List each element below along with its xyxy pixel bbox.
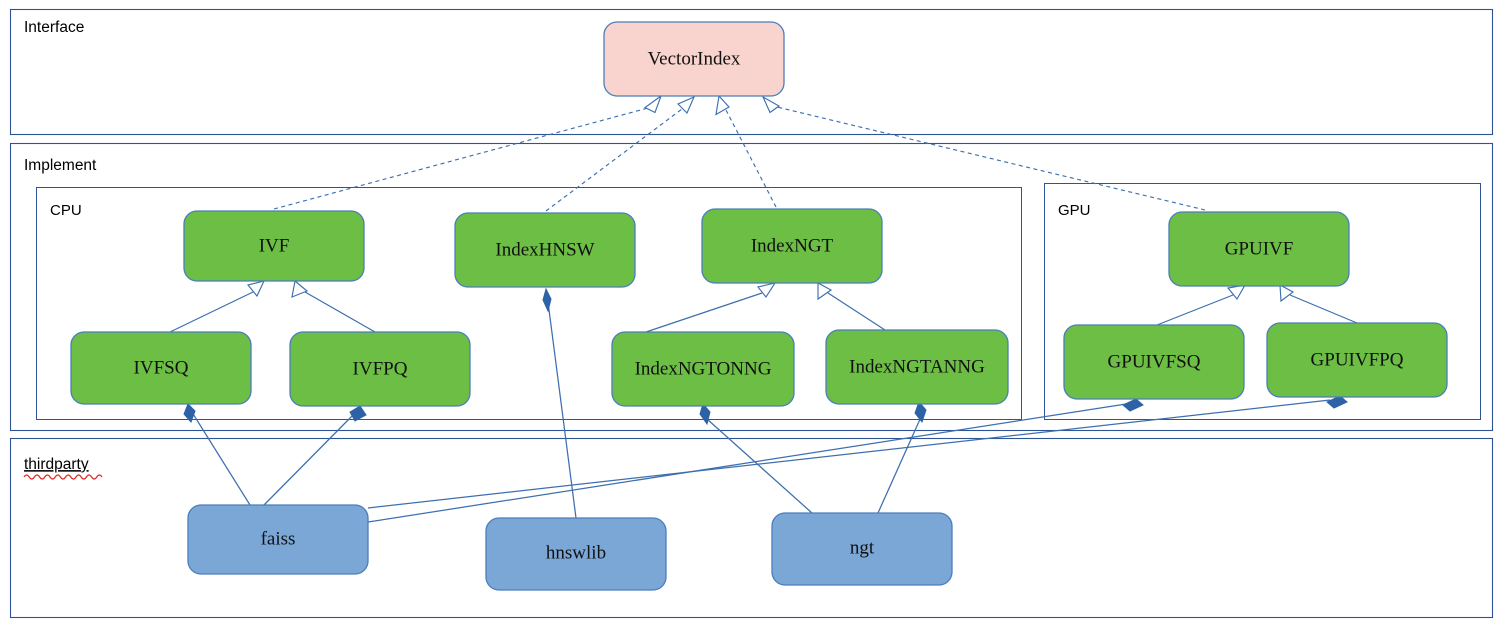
- node-box-hnswlib[interactable]: [485, 517, 667, 591]
- generalization-arrowhead-indexngtonng: [756, 282, 777, 298]
- node-ivfpq[interactable]: IVFPQ: [289, 331, 471, 407]
- node-label-faiss: faiss: [261, 528, 296, 549]
- edge-gpuivfpq-to-faiss: [367, 399, 1331, 509]
- edge-indexngt-to-vectorindex: [725, 109, 777, 208]
- node-box-indexhnsw[interactable]: [454, 212, 636, 288]
- node-label-ivfsq: IVFSQ: [134, 357, 189, 378]
- node-label-hnswlib: hnswlib: [546, 542, 606, 563]
- node-box-ivf[interactable]: [183, 210, 365, 282]
- node-ngt[interactable]: ngt: [771, 512, 953, 586]
- spellcheck-squiggle-icon: [23, 474, 103, 480]
- realization-arrowhead-ivf: [643, 94, 663, 114]
- group-label-cpu: CPU: [50, 202, 82, 219]
- node-gpuivf[interactable]: GPUIVF: [1168, 211, 1350, 287]
- node-hnswlib[interactable]: hnswlib: [485, 517, 667, 591]
- node-box-ivfsq[interactable]: [70, 331, 252, 405]
- node-box-indexngtanng[interactable]: [825, 329, 1009, 405]
- node-label-gpuivfpq: GPUIVFPQ: [1311, 349, 1404, 370]
- edge-ivfpq-to-faiss: [262, 411, 357, 507]
- edge-gpuivf-to-vectorindex: [776, 106, 1206, 211]
- generalization-arrowhead-gpuivfpq: [1279, 284, 1295, 303]
- edge-indexhnsw-to-hnswlib: [547, 301, 577, 519]
- node-indexngtanng[interactable]: IndexNGTANNG: [825, 329, 1009, 405]
- node-box-ngt[interactable]: [771, 512, 953, 586]
- edge-group-generalization: [169, 279, 1358, 333]
- realization-arrowhead-indexhnsw: [676, 95, 696, 115]
- node-box-indexngt[interactable]: [701, 208, 883, 284]
- node-label-ngt: ngt: [850, 537, 875, 558]
- node-gpuivfsq[interactable]: GPUIVFSQ: [1063, 324, 1245, 400]
- node-label-ivfpq: IVFPQ: [353, 358, 408, 379]
- generalization-arrowhead-ivfsq: [246, 280, 266, 298]
- edge-indexngtonng-to-indexngt: [645, 292, 763, 333]
- edge-ivfsq-to-ivf: [169, 291, 254, 333]
- edge-indexngtonng-to-ngt: [706, 418, 813, 514]
- node-box-ivfpq[interactable]: [289, 331, 471, 407]
- node-box-gpuivfsq[interactable]: [1063, 324, 1245, 400]
- edge-indexngtanng-to-ngt: [877, 416, 922, 514]
- node-ivf[interactable]: IVF: [183, 210, 365, 282]
- node-ivfsq[interactable]: IVFSQ: [70, 331, 252, 405]
- group-label-interface: Interface: [24, 19, 84, 36]
- edge-indexngtanng-to-indexngt: [827, 292, 886, 331]
- generalization-arrowhead-ivfpq: [291, 279, 309, 298]
- group-label-gpu: GPU: [1058, 202, 1091, 219]
- edge-gpuivfsq-to-faiss: [367, 403, 1127, 523]
- node-box-vectorindex[interactable]: [603, 21, 785, 97]
- node-faiss[interactable]: faiss: [187, 504, 369, 575]
- composition-diamond-indexhnsw: [542, 287, 552, 313]
- node-box-gpuivf[interactable]: [1168, 211, 1350, 287]
- node-label-vectorindex: VectorIndex: [648, 48, 741, 69]
- generalization-arrowhead-indexngtanng: [817, 282, 833, 301]
- composition-diamond-ivfpq: [349, 405, 367, 422]
- node-gpuivfpq[interactable]: GPUIVFPQ: [1266, 322, 1448, 398]
- composition-diamond-ivfsq: [183, 403, 196, 423]
- composition-diamond-indexngtanng: [914, 401, 927, 424]
- node-label-gpuivf: GPUIVF: [1225, 238, 1294, 259]
- realization-arrowhead-gpuivf: [761, 95, 781, 114]
- node-label-ivf: IVF: [259, 235, 290, 256]
- edge-ivfsq-to-faiss: [189, 408, 251, 506]
- node-label-indexngtanng: IndexNGTANNG: [849, 356, 985, 377]
- composition-diamond-indexngtonng: [699, 402, 711, 426]
- edge-group-realization: [273, 94, 1206, 212]
- realization-arrowhead-indexngt: [715, 94, 730, 116]
- composition-diamond-gpuivfpq: [1326, 395, 1348, 409]
- node-label-indexngtonng: IndexNGTONNG: [635, 358, 772, 379]
- group-labels: Interface Implement CPU GPU thirdparty: [23, 19, 1091, 480]
- edge-gpuivfpq-to-gpuivf: [1289, 294, 1358, 324]
- node-indexhnsw[interactable]: IndexHNSW: [454, 212, 636, 288]
- edge-gpuivfsq-to-gpuivf: [1156, 294, 1234, 326]
- edge-ivfpq-to-ivf: [304, 291, 376, 333]
- node-label-indexngt: IndexNGT: [751, 235, 834, 256]
- node-label-indexhnsw: IndexHNSW: [495, 239, 594, 260]
- node-label-gpuivfsq: GPUIVFSQ: [1108, 351, 1201, 372]
- node-indexngtonng[interactable]: IndexNGTONNG: [611, 331, 795, 407]
- edge-ivf-to-vectorindex: [273, 107, 649, 210]
- node-box-gpuivfpq[interactable]: [1266, 322, 1448, 398]
- group-label-thirdparty: thirdparty: [24, 456, 89, 473]
- node-vectorindex[interactable]: VectorIndex: [603, 21, 785, 97]
- node-box-faiss[interactable]: [187, 504, 369, 575]
- edge-indexhnsw-to-vectorindex: [545, 108, 683, 212]
- group-label-implement: Implement: [24, 157, 97, 174]
- edge-group-composition: [183, 287, 1348, 523]
- node-box-indexngtonng[interactable]: [611, 331, 795, 407]
- composition-diamond-gpuivfsq: [1122, 398, 1144, 412]
- node-indexngt[interactable]: IndexNGT: [701, 208, 883, 284]
